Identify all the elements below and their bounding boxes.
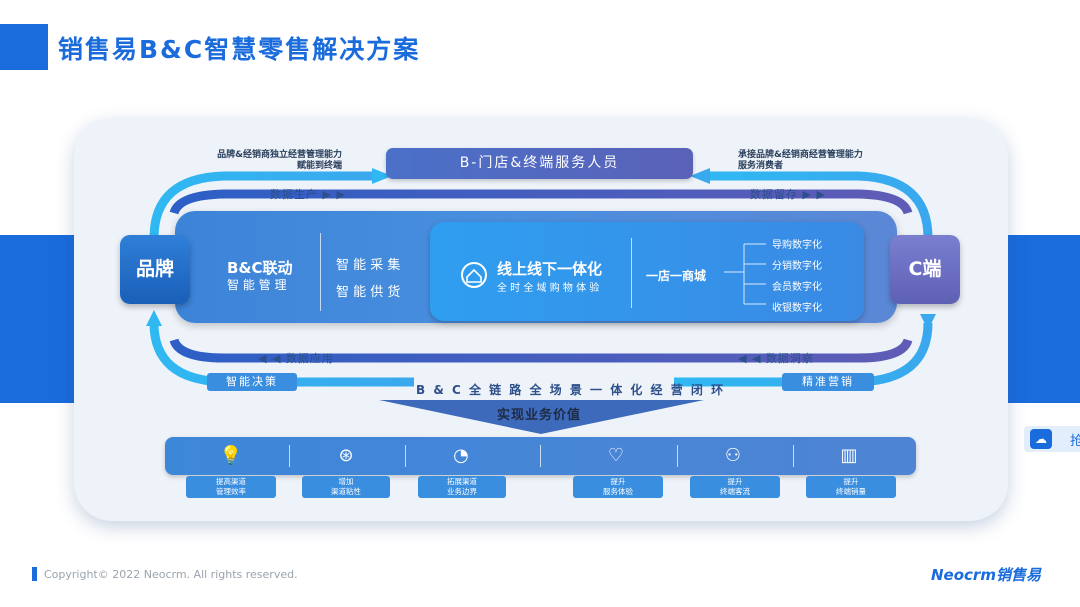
value-tag: 提升终端销量: [806, 476, 896, 498]
note-right: 承接品牌&经销商经营管理能力 服务消费者: [738, 150, 898, 172]
digital-item: 导购数字化: [772, 240, 822, 251]
network-icon: ⊛: [338, 445, 354, 466]
value-tag: 提升服务体验: [573, 476, 663, 498]
value-tag-line: 增加: [338, 477, 354, 486]
digital-item: 会员数字化: [772, 282, 822, 293]
bc-subtitle: 智 能 管 理: [227, 278, 287, 292]
loop-title: B & C 全 链 路 全 场 景 一 体 化 经 营 闭 环: [416, 383, 726, 397]
flow-top-right: 数据留存 ▶ ▶: [750, 188, 826, 201]
value-tag-line: 渠道粘性: [331, 487, 361, 496]
value-title: 实现业务价值: [497, 408, 582, 423]
home-icon: [461, 262, 487, 288]
value-tag-line: 拓展渠道: [447, 477, 477, 486]
note-left-line1: 品牌&经销商独立经营管理能力: [217, 150, 342, 160]
top-banner: B-门店&终端服务人员: [386, 148, 693, 179]
store-label: 一店一商城: [646, 269, 707, 283]
note-right-line2: 服务消费者: [738, 161, 784, 171]
cloud-icon: ☁: [1030, 429, 1052, 449]
flow-top-left: 数据生产 ▶ ▶: [270, 188, 346, 201]
copyright: Copyright© 2022 Neocrm. All rights reser…: [44, 568, 298, 581]
flow-bottom-left: ◀ ◀ 数据应用: [258, 352, 334, 365]
tag-smart-decision: 智能决策: [207, 373, 297, 391]
divider: [631, 238, 632, 308]
side-chip-label: 抢: [1070, 434, 1080, 449]
online-offline-panel: [430, 222, 864, 321]
divider: [540, 445, 541, 467]
value-tag-line: 提升: [843, 477, 859, 486]
note-right-line1: 承接品牌&经销商经营管理能力: [738, 150, 863, 160]
title-accent-bar: [0, 24, 48, 70]
value-tag-line: 终端销量: [836, 487, 866, 496]
divider: [289, 445, 290, 467]
divider: [405, 445, 406, 467]
divider: [793, 445, 794, 467]
value-tag: 提升终端客流: [690, 476, 780, 498]
footer-accent: [32, 567, 37, 581]
center-subtitle: 全 时 全 域 购 物 体 验: [497, 283, 600, 294]
divider: [677, 445, 678, 467]
tag-precision-marketing: 精准营销: [782, 373, 874, 391]
company-logo: Neocrm销售易: [931, 566, 1041, 584]
flow-bottom-right: ◀ ◀ 数据洞察: [738, 352, 814, 365]
note-left: 品牌&经销商独立经营管理能力 赋能到终端: [200, 150, 342, 172]
digital-item: 收银数字化: [772, 303, 822, 314]
note-left-line2: 赋能到终端: [296, 161, 342, 171]
bracket-lines: [724, 243, 766, 305]
value-tag-line: 终端客流: [720, 487, 750, 496]
center-title: 线上线下一体化: [497, 260, 603, 278]
bc-title: B&C联动: [227, 259, 293, 277]
func-collect: 智 能 采 集: [336, 258, 401, 273]
value-tag-line: 提高渠道: [216, 477, 246, 486]
page-title: 销售易B&C智慧零售解决方案: [58, 35, 421, 64]
digital-item: 分销数字化: [772, 261, 822, 272]
heart-icon: ♡: [607, 445, 625, 466]
divider: [320, 233, 321, 311]
value-tag: 拓展渠道业务边界: [418, 476, 506, 498]
value-tag: 提高渠道管理效率: [186, 476, 276, 498]
lightbulb-icon: 💡: [219, 445, 243, 466]
c-end-box: C端: [890, 235, 960, 304]
value-tag-line: 管理效率: [216, 487, 246, 496]
value-tag: 增加渠道粘性: [302, 476, 390, 498]
brand-box: 品牌: [120, 235, 190, 304]
func-supply: 智 能 供 货: [336, 285, 401, 300]
value-tag-line: 提升: [727, 477, 743, 486]
chart-icon: ▥: [840, 445, 858, 466]
value-tag-line: 业务边界: [447, 487, 477, 496]
gauge-icon: ◔: [453, 445, 469, 466]
users-icon: ⚇: [724, 445, 742, 466]
value-tag-line: 提升: [610, 477, 626, 486]
value-tag-line: 服务体验: [603, 487, 633, 496]
